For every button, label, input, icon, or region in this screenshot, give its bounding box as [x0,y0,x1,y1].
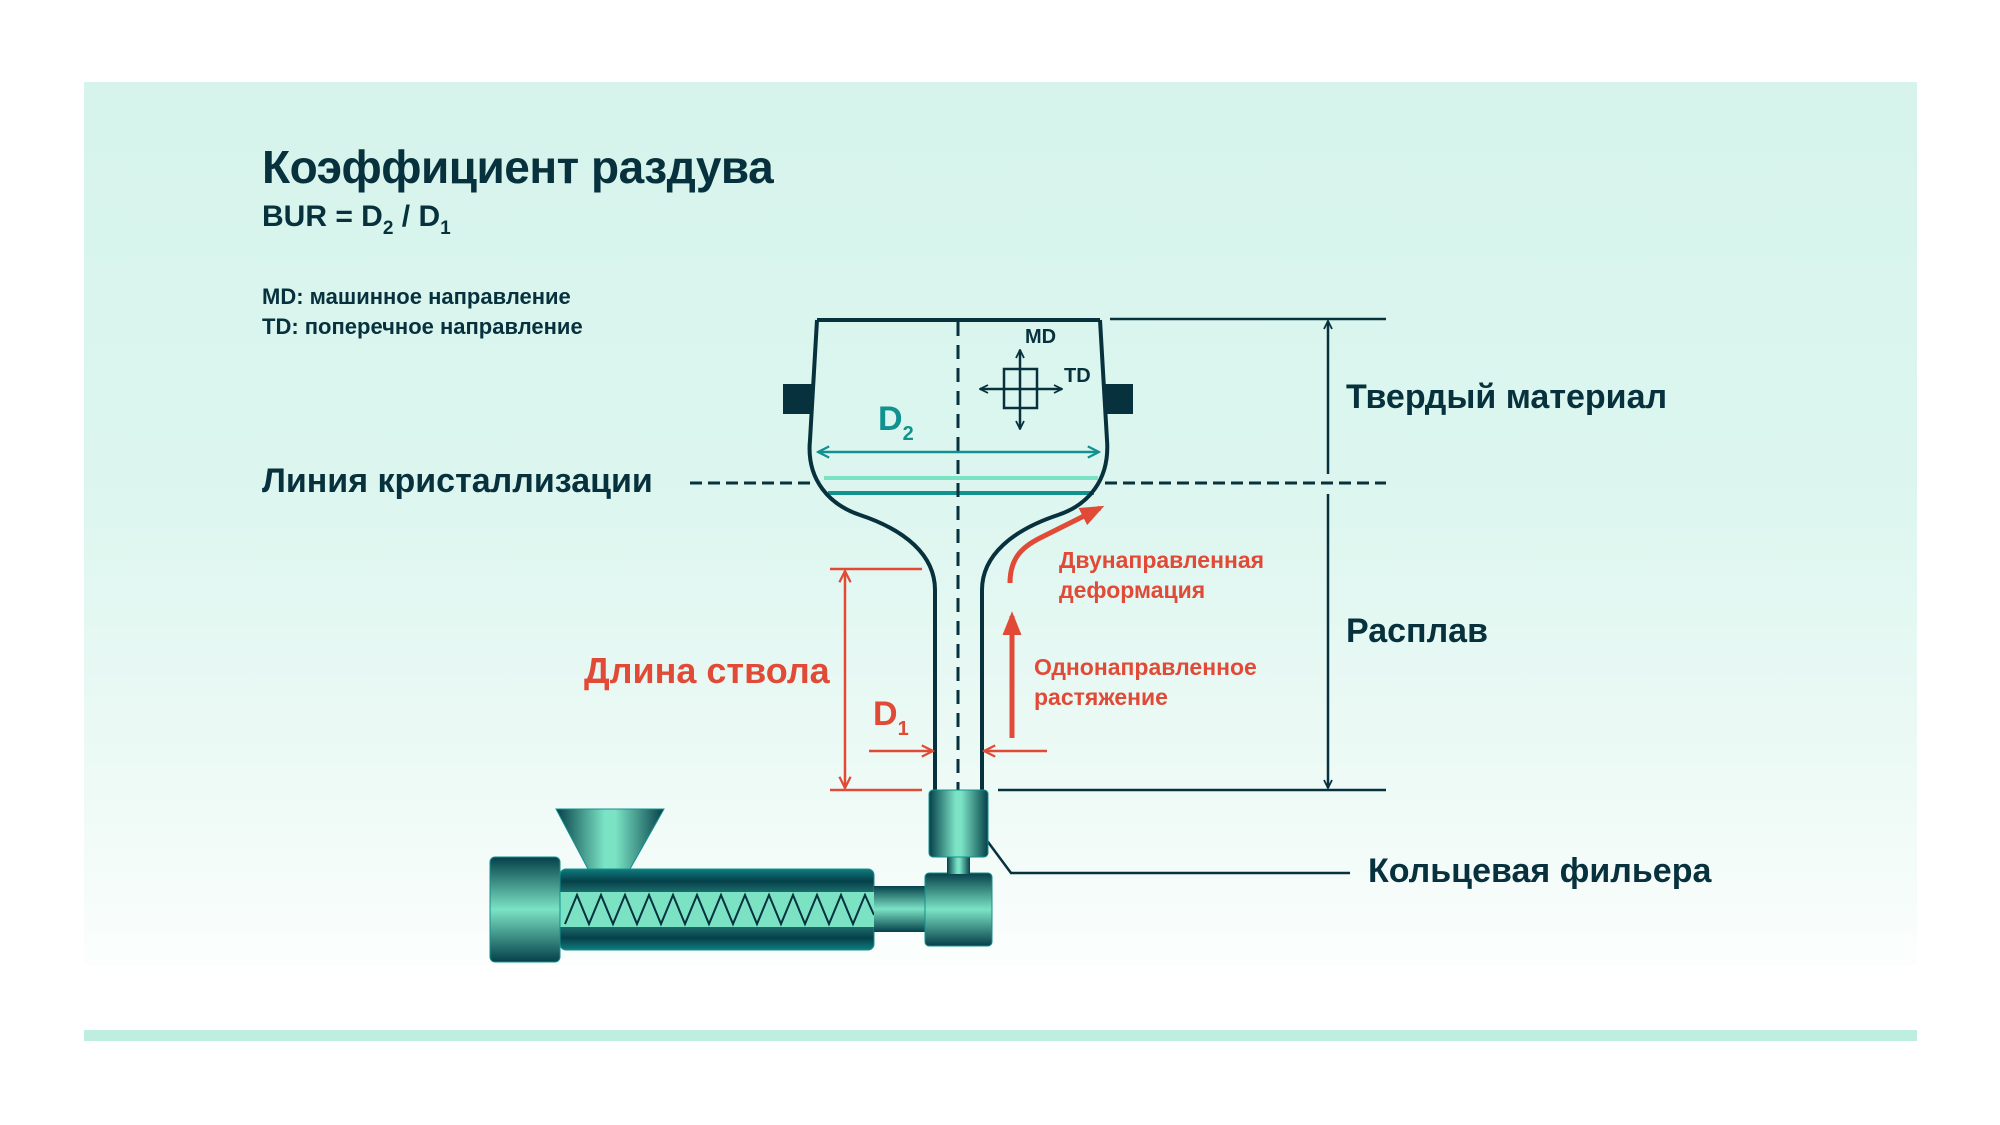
td-axis-label: TD [1064,365,1091,387]
formula-sub-2: 2 [382,218,394,239]
d2-subscript: 2 [902,423,914,445]
formula-sub-1: 1 [440,218,451,239]
screw-flight [564,892,875,927]
left-air-ring-block [783,384,813,414]
d1-subscript: 1 [897,718,909,740]
md-axis-label: MD [1025,326,1057,348]
formula-middle: / D [401,200,441,233]
diagram-panel [84,82,1917,965]
hopper [555,808,665,870]
biaxial-deformation-arrow [1007,505,1105,584]
d1-label: D1 [873,695,909,741]
biaxial-line-1: Двунаправленная [1059,547,1265,573]
uniaxial-stretch-label: Однонаправленное растяжение [1034,652,1257,712]
md-td-orientation-icon [980,350,1062,429]
adapter-pipe [874,886,926,932]
d1-letter: D [873,695,898,733]
stalk-length-label: Длина ствола [584,650,830,691]
solid-material-label: Твердый материал [1346,378,1668,416]
formula-prefix: BUR = D [262,200,383,233]
die-block [924,872,993,947]
d2-label: D2 [878,400,914,446]
film-bubble-outline [807,318,1110,790]
uniaxial-line-1: Однонаправленное [1034,654,1257,680]
die-neck [947,857,970,874]
extruder-end-cap [489,856,561,963]
legend-md: MD: машинное направление [262,284,571,309]
page-title: Коэффициент раздува [262,141,774,193]
biaxial-deformation-label: Двунаправленная деформация [1059,545,1264,605]
annular-die [928,789,989,858]
biaxial-line-2: деформация [1059,577,1206,603]
uniaxial-line-2: растяжение [1034,684,1168,710]
extruder [489,789,993,963]
legend-td: TD: поперечное направление [262,314,583,339]
d2-letter: D [878,400,903,438]
right-air-ring-block [1104,384,1133,414]
annular-die-leader [966,814,1350,875]
crystallization-line-label: Линия кристаллизации [262,462,653,500]
footer-bar [84,1030,1917,1041]
bur-formula: BUR = D2 / D1 [262,200,451,240]
annular-die-label: Кольцевая фильера [1368,852,1712,890]
melt-label: Расплав [1346,612,1488,650]
